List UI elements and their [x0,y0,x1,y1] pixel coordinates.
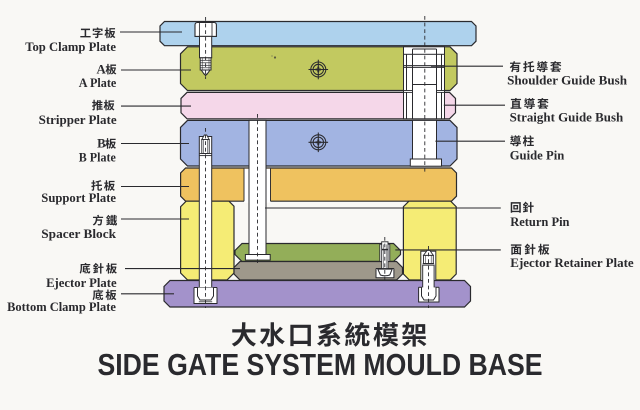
svg-text:B: B [97,137,106,151]
svg-text:Ejector Plate: Ejector Plate [46,275,117,290]
svg-text:Spacer Block: Spacer Block [41,226,116,241]
svg-text:Shoulder Guide Bush: Shoulder Guide Bush [507,73,628,88]
svg-text:Straight Guide Bush: Straight Guide Bush [510,109,624,124]
svg-text:Top Clamp Plate: Top Clamp Plate [25,39,116,54]
svg-text:Ejector Retainer Plate: Ejector Retainer Plate [510,255,634,270]
svg-text:Support Plate: Support Plate [41,190,116,205]
svg-text:B Plate: B Plate [79,149,116,164]
svg-text:SIDE GATE SYSTEM MOULD BASE: SIDE GATE SYSTEM MOULD BASE [98,347,543,382]
svg-text:Return Pin: Return Pin [510,214,570,229]
svg-text:Guide Pin: Guide Pin [510,147,565,162]
svg-text:A: A [97,63,107,77]
svg-text:Stripper Plate: Stripper Plate [39,112,117,127]
svg-text:A Plate: A Plate [79,75,117,90]
svg-text:Bottom Clamp Plate: Bottom Clamp Plate [7,299,116,314]
